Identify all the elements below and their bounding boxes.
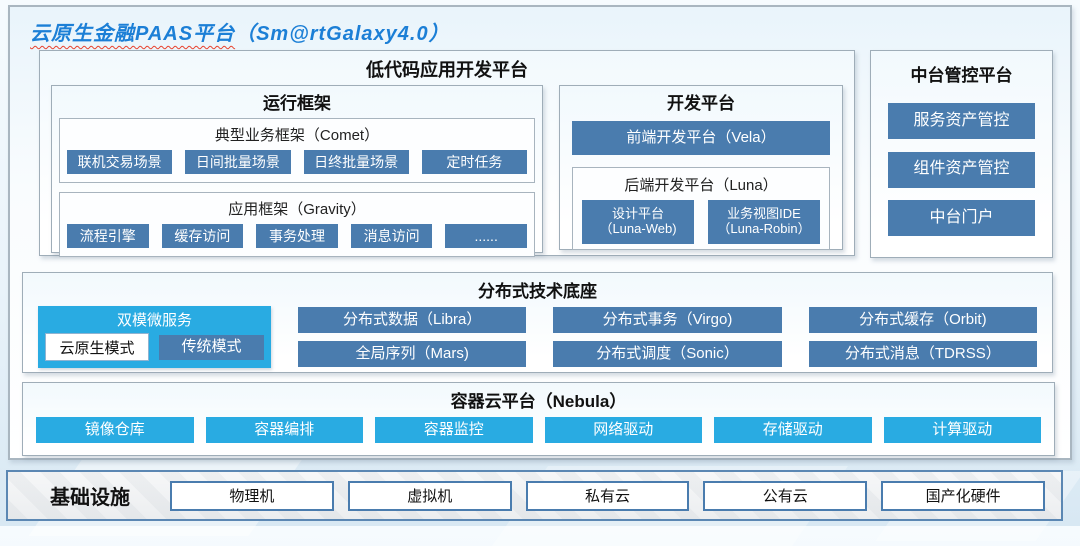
distributed-base-title: 分布式技术底座 — [478, 282, 597, 301]
top-row: 低代码应用开发平台 运行框架 典型业务框架（Comet） 联机交易场景 日间批量… — [39, 50, 1053, 258]
nebula-blocks: 镜像仓库 容器编排 容器监控 网络驱动 存储驱动 计算驱动 — [23, 417, 1054, 443]
block-component-asset-mgmt: 组件资产管控 — [888, 151, 1035, 188]
block-process-engine: 流程引擎 — [67, 224, 149, 248]
block-global-sequence-mars: 全局序列（Mars) — [298, 341, 527, 367]
dual-mode-microservice-box: 双模微服务 云原生模式 传统模式 — [38, 306, 271, 368]
block-private-cloud: 私有云 — [525, 480, 690, 511]
gravity-framework-box: 应用框架（Gravity） 流程引擎 缓存访问 事务处理 消息访问 ...... — [59, 192, 535, 257]
block-image-registry: 镜像仓库 — [36, 417, 194, 443]
distributed-base-panel: 分布式技术底座 双模微服务 云原生模式 传统模式 分布式数据（Libra） 全局… — [22, 272, 1053, 373]
block-scheduled-task: 定时任务 — [421, 150, 527, 174]
dual-mode-microservice-title: 双模微服务 — [116, 312, 192, 329]
block-compute-driver: 计算驱动 — [883, 417, 1041, 443]
luna-blocks: 设计平台 （Luna-Web) 业务视图IDE （Luna-Robin） — [582, 200, 820, 244]
block-intraday-batch-scenario: 日间批量场景 — [185, 150, 291, 174]
comet-framework-box: 典型业务框架（Comet） 联机交易场景 日间批量场景 日终批量场景 定时任务 — [59, 118, 535, 183]
block-business-view-ide-luna-robin: 业务视图IDE （Luna-Robin） — [708, 200, 820, 244]
block-distributed-cache-orbit: 分布式缓存（Orbit) — [808, 307, 1037, 333]
block-distributed-scheduler-sonic: 分布式调度（Sonic） — [553, 341, 782, 367]
block-virtual-machine: 虚拟机 — [347, 480, 512, 511]
lowcode-platform-panel: 低代码应用开发平台 运行框架 典型业务框架（Comet） 联机交易场景 日间批量… — [39, 50, 855, 257]
lowcode-platform-title: 低代码应用开发平台 — [366, 60, 528, 80]
page-title-chinese: 云原生金融PAAS平台 — [30, 23, 236, 45]
luna-robin-line1: 业务视图IDE — [727, 206, 801, 222]
dev-platform-title: 开发平台 — [667, 94, 735, 113]
block-physical-machine: 物理机 — [170, 480, 334, 511]
dual-mode-blocks: 云原生模式 传统模式 — [45, 333, 264, 361]
lowcode-columns: 运行框架 典型业务框架（Comet） 联机交易场景 日间批量场景 日终批量场景 … — [40, 85, 854, 257]
block-ellipsis: ...... — [445, 224, 527, 248]
block-distributed-message-tdrss: 分布式消息（TDRSS） — [808, 341, 1037, 367]
page-title-version: （Sm@rtGalaxy4.0） — [235, 23, 450, 45]
gravity-framework-title: 应用框架（Gravity） — [228, 201, 366, 218]
luna-web-line1: 设计平台 — [611, 206, 664, 222]
mgmt-blocks: 服务资产管控 组件资产管控 中台门户 — [871, 88, 1052, 257]
block-cloud-native-mode: 云原生模式 — [45, 333, 149, 361]
block-cache-access: 缓存访问 — [161, 224, 244, 248]
infrastructure-title: 基础设施 — [50, 487, 130, 509]
distributed-col-2: 分布式事务（Virgo) 分布式调度（Sonic） — [553, 306, 782, 368]
gravity-blocks: 流程引擎 缓存访问 事务处理 消息访问 ...... — [67, 224, 527, 248]
luna-robin-line2: （Luna-Robin） — [717, 221, 811, 236]
block-service-asset-mgmt: 服务资产管控 — [888, 102, 1035, 139]
block-network-driver: 网络驱动 — [544, 417, 702, 443]
dev-platform-box: 开发平台 前端开发平台（Vela） 后端开发平台（Luna） 设计平台 （Lun… — [559, 85, 843, 250]
runtime-framework-title: 运行框架 — [263, 94, 331, 113]
block-transaction-processing: 事务处理 — [256, 224, 338, 248]
runtime-framework-box: 运行框架 典型业务框架（Comet） 联机交易场景 日间批量场景 日终批量场景 … — [51, 85, 543, 257]
middle-platform-mgmt-panel: 中台管控平台 服务资产管控 组件资产管控 中台门户 — [870, 50, 1053, 258]
main-frame: 云原生金融PAAS平台（Sm@rtGalaxy4.0） 低代码应用开发平台 运行… — [8, 5, 1072, 460]
block-traditional-mode: 传统模式 — [159, 334, 264, 360]
block-distributed-transaction-virgo: 分布式事务（Virgo) — [553, 307, 782, 333]
block-storage-driver: 存储驱动 — [714, 417, 872, 443]
block-design-platform-luna-web: 设计平台 （Luna-Web) — [582, 200, 694, 244]
block-container-orchestration: 容器编排 — [205, 417, 363, 443]
block-middle-platform-portal: 中台门户 — [888, 200, 1035, 237]
block-domestic-hardware: 国产化硬件 — [881, 480, 1045, 511]
luna-web-line2: （Luna-Web) — [599, 221, 677, 236]
block-online-transaction-scenario: 联机交易场景 — [67, 150, 173, 174]
comet-framework-title: 典型业务框架（Comet） — [214, 127, 380, 144]
infrastructure-strip: 基础设施 物理机 虚拟机 私有云 公有云 国产化硬件 — [6, 470, 1063, 521]
backend-platform-luna-title: 后端开发平台（Luna） — [624, 177, 778, 194]
block-frontend-platform-vela: 前端开发平台（Vela） — [572, 121, 830, 155]
distributed-col-3: 分布式缓存（Orbit) 分布式消息（TDRSS） — [808, 306, 1037, 368]
block-container-monitoring: 容器监控 — [375, 417, 533, 443]
block-message-access: 消息访问 — [350, 224, 433, 248]
comet-blocks: 联机交易场景 日间批量场景 日终批量场景 定时任务 — [67, 150, 527, 174]
block-public-cloud: 公有云 — [703, 480, 868, 511]
distributed-columns: 双模微服务 云原生模式 传统模式 分布式数据（Libra） 全局序列（Mars)… — [23, 306, 1052, 368]
block-eod-batch-scenario: 日终批量场景 — [303, 150, 409, 174]
middle-platform-mgmt-title: 中台管控平台 — [910, 66, 1013, 85]
container-cloud-panel: 容器云平台（Nebula） 镜像仓库 容器编排 容器监控 网络驱动 存储驱动 计… — [22, 382, 1055, 456]
backend-platform-luna-box: 后端开发平台（Luna） 设计平台 （Luna-Web) 业务视图IDE （Lu… — [572, 167, 830, 250]
page-title: 云原生金融PAAS平台（Sm@rtGalaxy4.0） — [30, 17, 450, 46]
container-cloud-title: 容器云平台（Nebula） — [450, 392, 627, 411]
block-distributed-data-libra: 分布式数据（Libra） — [298, 307, 527, 333]
distributed-col-1: 分布式数据（Libra） 全局序列（Mars) — [298, 306, 527, 368]
